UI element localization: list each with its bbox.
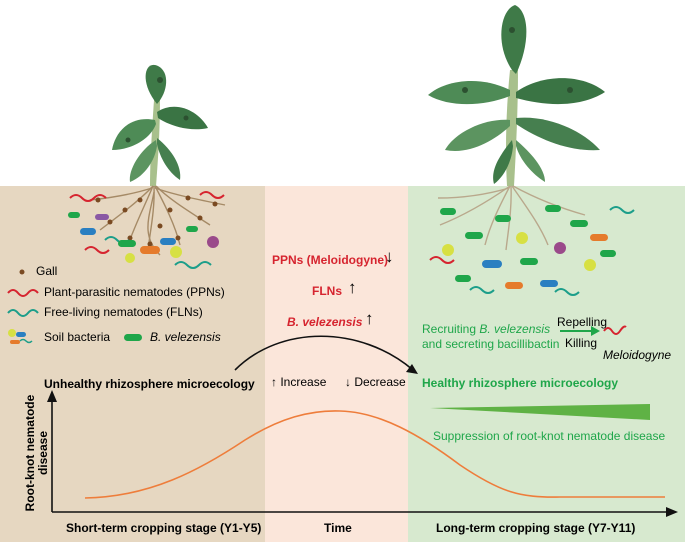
gall-icon (19, 269, 25, 275)
b-velezensis-icon (124, 334, 142, 341)
long-term-stage-label: Long-term cropping stage (Y7-Y11) (436, 521, 636, 535)
killing-label: Killing (565, 336, 598, 350)
right-panel-bg (408, 186, 685, 542)
short-term-stage-label: Short-term cropping stage (Y1-Y5) (66, 521, 262, 535)
recruiting-line2: and secreting bacillibactin (422, 337, 560, 351)
decrease-key: ↓ Decrease (345, 375, 406, 389)
galls-group (95, 195, 218, 247)
soil-bacteria-icon (8, 329, 33, 344)
bv-up-arrow: ↑ (365, 309, 374, 328)
large-banana-plant-icon (428, 5, 605, 186)
legend-icons (7, 269, 142, 344)
meloidogyne-label: Meloidogyne (603, 348, 672, 362)
repelling-label: Repelling (557, 315, 608, 329)
fln-label: FLNs (312, 284, 342, 298)
suppression-wedge (430, 404, 650, 420)
healthy-roots-icon (437, 185, 586, 251)
bv-label: B. velezensis (287, 315, 363, 329)
increase-key: ↑ Increase (271, 375, 327, 389)
y-axis-label: Root-knot nematode disease (23, 394, 50, 512)
suppression-label: Suppression of root-knot nematode diseas… (433, 429, 666, 443)
legend-b-velezensis-label: B. velezensis (150, 330, 221, 344)
fln-up-arrow: ↑ (348, 278, 357, 297)
ppn-icon (7, 289, 39, 297)
ppn-label: PPNs (Meloidogyne) (272, 253, 389, 267)
small-banana-plant-icon (112, 64, 208, 186)
meloidogyne-icon (603, 325, 627, 335)
x-axis-label: Time (324, 521, 352, 535)
legend-fln-label: Free-living nematodes (FLNs) (44, 305, 203, 319)
healthy-state-label: Healthy rhizosphere microecology (422, 376, 619, 390)
unhealthy-state-label: Unhealthy rhizosphere microecology (44, 377, 255, 391)
recruiting-line1: Recruiting B. velezensis (422, 322, 551, 336)
fln-icon (7, 309, 39, 317)
legend-ppn-label: Plant-parasitic nematodes (PPNs) (44, 285, 225, 299)
disease-curve (84, 410, 666, 499)
left-microbes (68, 191, 225, 269)
legend-soil-bacteria-label: Soil bacteria (44, 330, 111, 344)
legend-gall-label: Gall (36, 264, 58, 278)
middle-panel-bg (265, 186, 408, 542)
ppn-down-arrow: ↓ (385, 247, 394, 266)
right-microbes (429, 205, 635, 296)
transition-arrow (234, 335, 414, 371)
